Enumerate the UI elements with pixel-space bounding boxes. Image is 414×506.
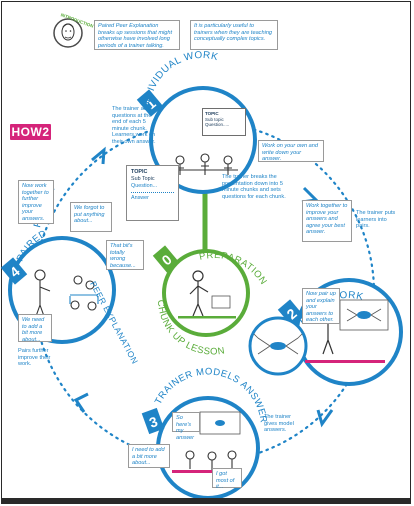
- step2-badge: [277, 299, 305, 327]
- arrow-2-to-3: [316, 409, 334, 428]
- answer-card-sub: Sub Topic: [131, 176, 155, 182]
- step4-bubble-c: That bit's totally wrong because...: [106, 240, 144, 270]
- step2-bubble-a: Work together to improve your answers an…: [302, 200, 352, 242]
- answer-card-topic: TOPIC: [131, 169, 148, 175]
- step0-text: The trainer breaks the presentation down…: [222, 174, 286, 200]
- step1-bubble: Work on your own and write down your ans…: [258, 140, 324, 162]
- intro-note: Paired Peer Explanation breaks up sessio…: [94, 20, 180, 50]
- step3-badge: [141, 407, 165, 435]
- footer-bar: [1, 498, 411, 504]
- arrow-4-to-1: [91, 146, 106, 165]
- step3-text: The trainer gives model answers.: [264, 414, 294, 434]
- step3-bubble-b: I need to add a bit more about...: [128, 444, 170, 468]
- how2-logo: HOW2: [10, 124, 51, 140]
- step2-bubble-b: Now pair up and explain your answers to …: [302, 288, 340, 324]
- step3-learners: [185, 450, 237, 470]
- step4-bubble-a: Now work together to further improve you…: [18, 180, 54, 224]
- step4-badge: [0, 257, 28, 285]
- step3-bubble-c: I got most of it...: [212, 468, 242, 490]
- answer-card-answer: Answer: [131, 195, 149, 201]
- answer-card: TOPIC Sub Topic Question... Answer: [126, 165, 179, 221]
- card-question: Question.....: [205, 122, 230, 128]
- step1-badge: [136, 89, 164, 117]
- step3-bubble-a: So here's my answer: [172, 412, 200, 441]
- step3-board: [172, 411, 242, 473]
- card-topic: TOPIC: [205, 111, 219, 116]
- step4-bubble-b: We forgot to put anything about...: [70, 202, 112, 232]
- step0-trainer: [178, 270, 236, 319]
- step1-question-card: TOPIC Sub topic Question.....: [202, 108, 246, 136]
- step4-bubble-d: We need to add a bit more about...: [18, 314, 52, 343]
- card-sub: Sub topic: [205, 116, 224, 122]
- step2-mindmap: [305, 299, 389, 363]
- step4-text: Pairs further improve their work.: [18, 348, 51, 368]
- mindmap-bubble: [248, 316, 308, 376]
- step4-learners: [34, 269, 99, 320]
- arrow-3-to-4: [73, 392, 89, 413]
- step0-circle: [162, 249, 250, 337]
- answer-card-question: Question...: [131, 183, 158, 189]
- intro-aside: It is particularly useful to trainers wh…: [190, 20, 278, 50]
- step0-badge: [152, 245, 180, 273]
- step2-text: The trainer puts learners into pairs.: [356, 210, 396, 230]
- trainer-avatar: [53, 18, 83, 48]
- step1-learners: [168, 153, 238, 175]
- step1-text: The trainer asks questions at the end of…: [112, 106, 156, 145]
